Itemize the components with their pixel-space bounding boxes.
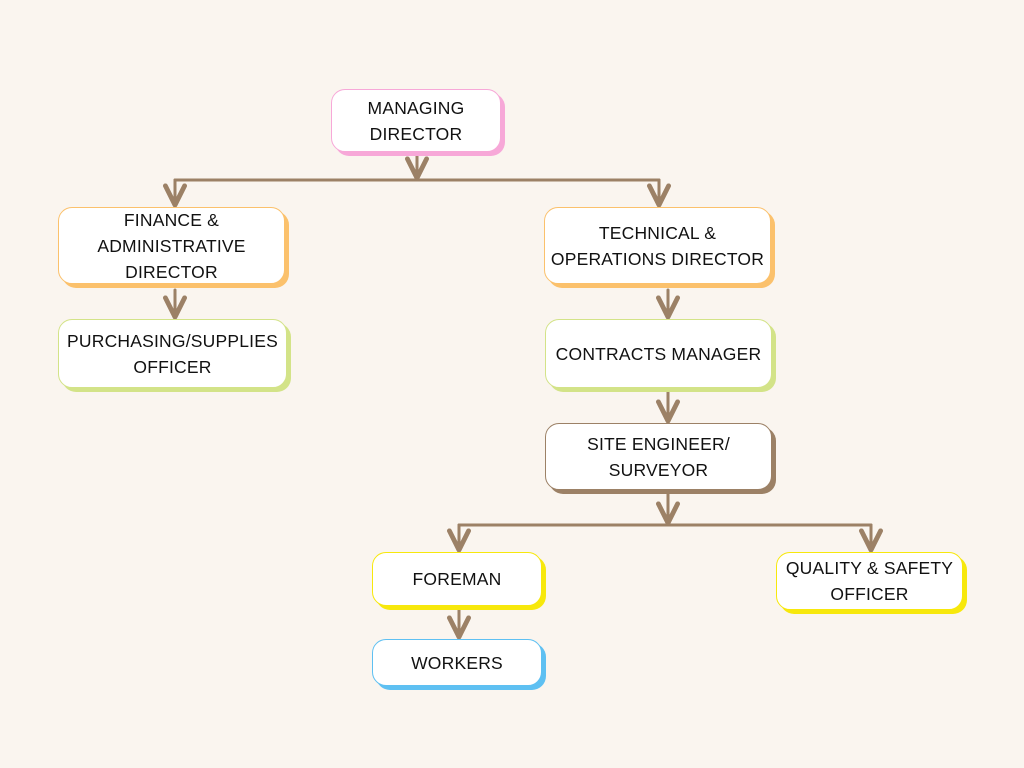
node-site-engineer-label: SITE ENGINEER/ SURVEYOR [587, 433, 730, 480]
node-site-engineer: SITE ENGINEER/ SURVEYOR [545, 423, 772, 490]
node-foreman: FOREMAN [372, 552, 542, 606]
node-contracts-manager: CONTRACTS MANAGER [545, 319, 772, 388]
node-managing-director-label: MANAGING DIRECTOR [367, 97, 465, 144]
node-workers-label: WORKERS [411, 652, 503, 673]
node-contracts-manager-label: CONTRACTS MANAGER [555, 343, 762, 364]
node-foreman-label: FOREMAN [412, 569, 502, 589]
node-finance-director-label: FINANCE & ADMINISTRATIVE DIRECTOR [97, 209, 246, 282]
node-workers: WORKERS [372, 639, 542, 686]
node-purchasing-officer: PURCHASING/SUPPLIES OFFICER [58, 319, 287, 388]
node-quality-safety-officer: QUALITY & SAFETY OFFICER [776, 552, 963, 610]
node-quality-safety-officer-label: QUALITY & SAFETY OFFICER [785, 558, 954, 604]
node-purchasing-officer-label: PURCHASING/SUPPLIES OFFICER [67, 330, 278, 377]
node-technical-director: TECHNICAL & OPERATIONS DIRECTOR [544, 207, 771, 284]
node-managing-director: MANAGING DIRECTOR [331, 89, 501, 152]
node-technical-director-label: TECHNICAL & OPERATIONS DIRECTOR [550, 222, 765, 269]
node-finance-director: FINANCE & ADMINISTRATIVE DIRECTOR [58, 207, 285, 284]
